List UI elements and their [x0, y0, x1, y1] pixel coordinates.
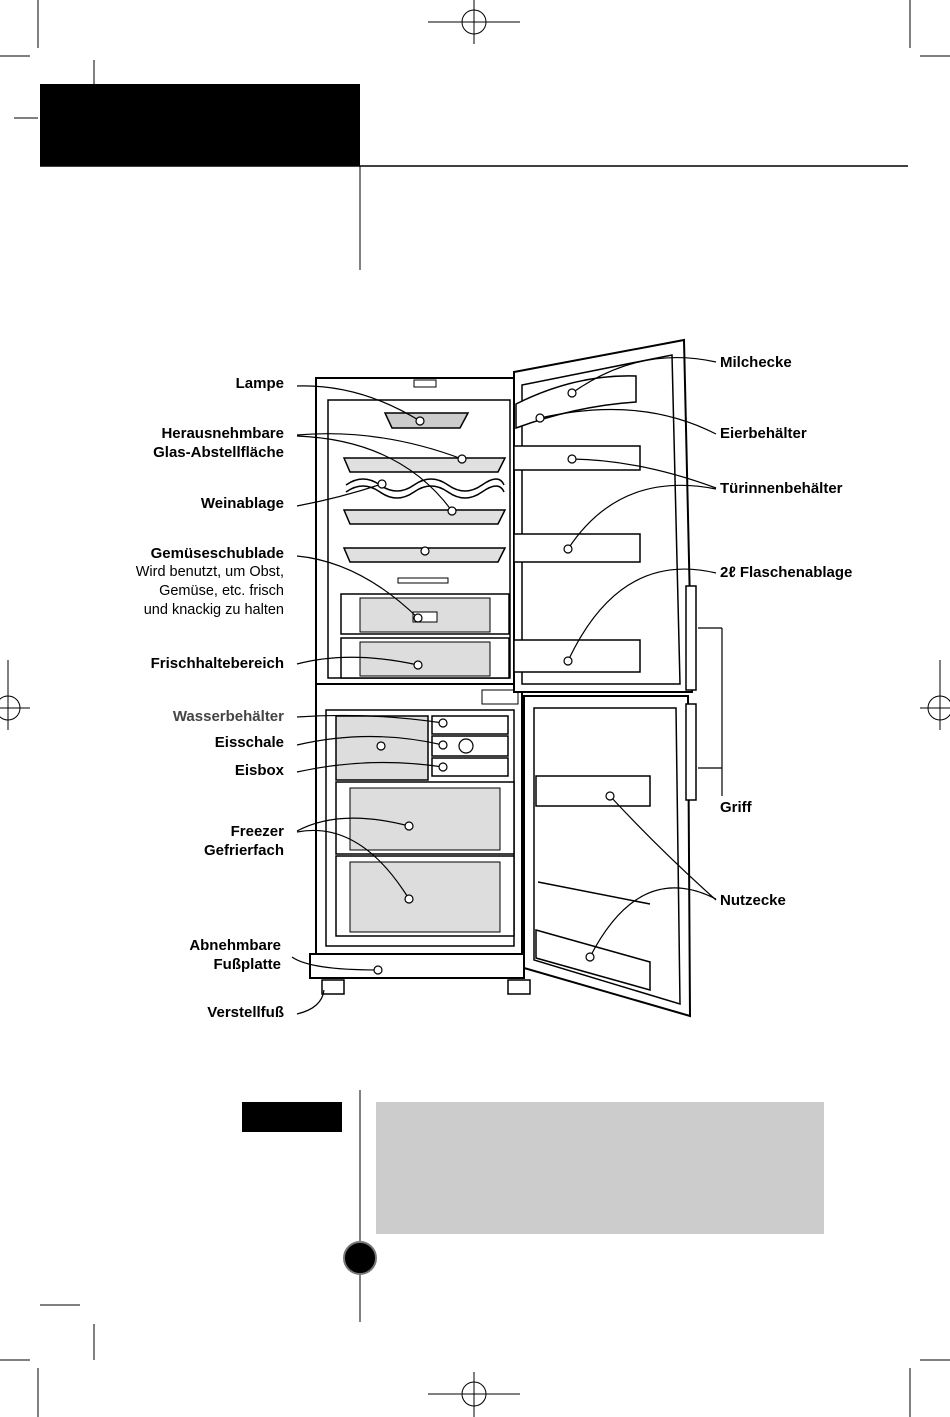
fridge-body	[315, 377, 523, 685]
label-wasserbehaelter: Wasserbehälter	[172, 708, 284, 725]
label-lampe: Lampe	[235, 375, 284, 392]
note-box	[376, 1102, 824, 1234]
label-nutzecke: Nutzecke	[720, 892, 786, 909]
label-verstellfuss: Verstellfuß	[207, 1004, 284, 1021]
label-milchecke: Milchecke	[720, 354, 792, 371]
label-gemueseschublade: Gemüseschublade Wird benutzt, um Obst, G…	[135, 545, 284, 618]
fridge-door	[513, 338, 697, 693]
header-black-block	[40, 84, 360, 166]
label-griff: Griff	[720, 799, 752, 816]
page-circle	[343, 1241, 377, 1275]
label-eierbehaelter: Eierbehälter	[720, 425, 807, 442]
label-eisschale: Eisschale	[214, 734, 284, 751]
note-tab	[242, 1102, 342, 1132]
label-weinablage: Weinablage	[200, 495, 284, 512]
label-flaschenablage: 2ℓ Flaschenablage	[720, 564, 853, 581]
label-eisbox: Eisbox	[234, 762, 284, 779]
freezer-door	[523, 695, 697, 1018]
label-tuerinnenbehaelter: Türinnenbehälter	[720, 480, 843, 497]
leader-lines	[291, 357, 723, 1015]
callout-dots	[373, 388, 615, 975]
label-frischhaltebereich: Frischhaltebereich	[150, 655, 284, 672]
freezer-body	[309, 683, 531, 995]
